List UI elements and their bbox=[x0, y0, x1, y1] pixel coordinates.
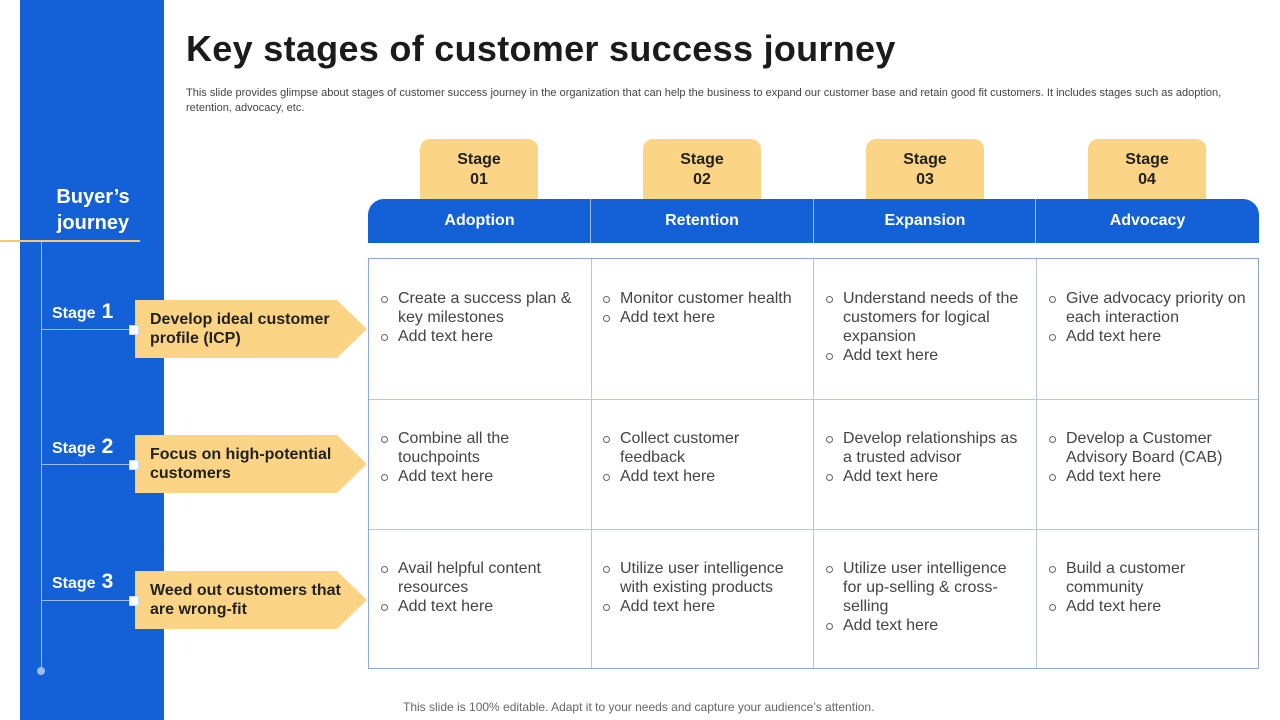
stage-3-connector bbox=[41, 600, 135, 601]
heading-line-1: Buyer’s bbox=[56, 186, 130, 208]
table-vline bbox=[813, 259, 814, 668]
cell-bullet: Add text here bbox=[824, 346, 1029, 365]
stage-tab-01: Stage 01 bbox=[420, 139, 538, 201]
column-divider bbox=[590, 199, 591, 243]
stage-number: 1 bbox=[101, 300, 114, 323]
page-title: Key stages of customer success journey bbox=[186, 28, 896, 69]
table-cell: Utilize user intelligence for up-selling… bbox=[824, 559, 1029, 635]
cell-bullet: Add text here bbox=[824, 467, 1029, 486]
column-divider bbox=[1035, 199, 1036, 243]
table-vline bbox=[1036, 259, 1037, 668]
table-hline bbox=[369, 529, 1258, 530]
cell-bullet: Add text here bbox=[1047, 467, 1252, 486]
stage-1-label: Stage 1 bbox=[52, 300, 113, 324]
cell-bullet: Add text here bbox=[379, 327, 584, 346]
page-subtitle: This slide provides glimpse about stages… bbox=[186, 87, 1222, 114]
cell-bullet: Develop a Customer Advisory Board (CAB) bbox=[1047, 429, 1252, 467]
cell-bullet: Add text here bbox=[601, 597, 806, 616]
heading-underline bbox=[0, 240, 140, 242]
tab-number: 02 bbox=[693, 171, 711, 188]
cell-bullet: Add text here bbox=[1047, 327, 1252, 346]
cell-bullet: Add text here bbox=[824, 616, 1029, 635]
tab-number: 03 bbox=[916, 171, 934, 188]
stage-3-label: Stage 3 bbox=[52, 570, 113, 594]
cell-bullet: Utilize user intelligence with existing … bbox=[601, 559, 806, 597]
cell-bullet: Collect customer feedback bbox=[601, 429, 806, 467]
stage-2-arrow: Focus on high-potential customers bbox=[135, 435, 367, 493]
tab-label: Stage bbox=[1125, 151, 1169, 168]
cell-bullet: Add text here bbox=[601, 308, 806, 327]
stage-1-arrow: Develop ideal customer profile (ICP) bbox=[135, 300, 367, 358]
stage-3-node bbox=[129, 596, 139, 606]
cell-bullet: Add text here bbox=[379, 597, 584, 616]
cell-bullet: Understand needs of the customers for lo… bbox=[824, 289, 1029, 346]
cell-bullet: Add text here bbox=[601, 467, 806, 486]
cell-bullet: Combine all the touchpoints bbox=[379, 429, 584, 467]
cell-bullet: Monitor customer health bbox=[601, 289, 806, 308]
stage-word: Stage bbox=[52, 575, 96, 592]
table-cell: Understand needs of the customers for lo… bbox=[824, 289, 1029, 365]
cell-bullet: Develop relationships as a trusted advis… bbox=[824, 429, 1029, 467]
stage-number: 2 bbox=[101, 435, 114, 458]
stage-tab-02: Stage 02 bbox=[643, 139, 761, 201]
timeline-line bbox=[41, 242, 42, 670]
column-divider bbox=[813, 199, 814, 243]
table-cell: Give advocacy priority on each interacti… bbox=[1047, 289, 1252, 346]
table-cell: Develop a Customer Advisory Board (CAB)A… bbox=[1047, 429, 1252, 486]
cell-bullet: Add text here bbox=[1047, 597, 1252, 616]
timeline-end-dot bbox=[37, 667, 45, 675]
stage-2-connector bbox=[41, 464, 135, 465]
cell-bullet: Add text here bbox=[379, 467, 584, 486]
stage-2-text: Focus on high-potential customers bbox=[150, 446, 332, 482]
stage-1-text: Develop ideal customer profile (ICP) bbox=[150, 311, 330, 347]
tab-number: 04 bbox=[1138, 171, 1156, 188]
column-header-advocacy: Advocacy bbox=[1109, 212, 1186, 229]
stage-1-node bbox=[129, 325, 139, 335]
stage-3-text: Weed out customers that are wrong-fit bbox=[150, 582, 341, 618]
stage-word: Stage bbox=[52, 440, 96, 457]
tab-label: Stage bbox=[903, 151, 947, 168]
stage-2-node bbox=[129, 460, 139, 470]
stage-number: 3 bbox=[101, 570, 114, 593]
footer-note: This slide is 100% editable. Adapt it to… bbox=[403, 700, 875, 714]
stage-2-label: Stage 2 bbox=[52, 435, 113, 459]
table-cell: Develop relationships as a trusted advis… bbox=[824, 429, 1029, 486]
stage-tab-04: Stage 04 bbox=[1088, 139, 1206, 201]
stage-1-connector bbox=[41, 329, 135, 330]
table-vline bbox=[591, 259, 592, 668]
cell-bullet: Avail helpful content resources bbox=[379, 559, 584, 597]
column-header-adoption: Adoption bbox=[444, 212, 515, 229]
stage-3-arrow: Weed out customers that are wrong-fit bbox=[135, 571, 367, 629]
cell-bullet: Create a success plan & key milestones bbox=[379, 289, 584, 327]
column-header-bar: Adoption Retention Expansion Advocacy bbox=[368, 199, 1259, 243]
column-header-expansion: Expansion bbox=[884, 212, 966, 229]
tab-label: Stage bbox=[680, 151, 724, 168]
buyers-journey-heading: Buyer’s journey bbox=[20, 184, 166, 236]
cell-bullet: Build a customer community bbox=[1047, 559, 1252, 597]
heading-line-2: journey bbox=[56, 212, 130, 234]
tab-number: 01 bbox=[470, 171, 488, 188]
column-header-retention: Retention bbox=[665, 212, 739, 229]
cell-bullet: Utilize user intelligence for up-selling… bbox=[824, 559, 1029, 616]
stage-tab-03: Stage 03 bbox=[866, 139, 984, 201]
table-hline bbox=[369, 399, 1258, 400]
stage-word: Stage bbox=[52, 305, 96, 322]
cell-bullet: Give advocacy priority on each interacti… bbox=[1047, 289, 1252, 327]
table-cell: Utilize user intelligence with existing … bbox=[601, 559, 806, 616]
tab-label: Stage bbox=[457, 151, 501, 168]
